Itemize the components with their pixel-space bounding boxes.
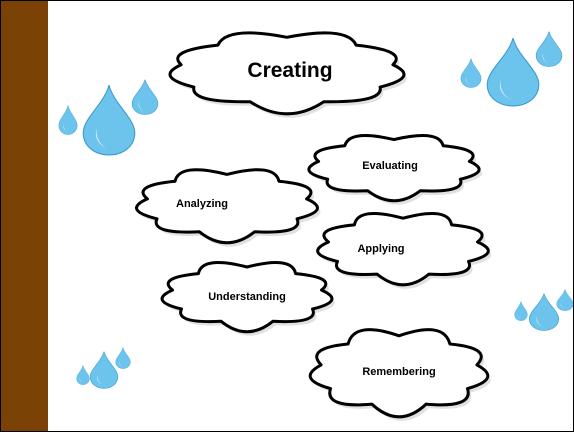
water-drop-icon: [528, 293, 560, 331]
cloud-outline: [316, 211, 490, 287]
cloud-outline: [307, 134, 481, 203]
water-drop-shape: [535, 31, 563, 67]
water-drop-shape: [556, 289, 573, 311]
cloud-evaluating: Evaluating: [299, 127, 489, 205]
water-drop-shape: [514, 301, 528, 321]
cloud-icon: [135, 168, 321, 247]
water-drop-shape: [58, 105, 78, 135]
cloud-analyzing: Analyzing: [127, 161, 327, 247]
water-drop-icon: [131, 79, 159, 115]
cloud-remembering: Remembering: [301, 321, 497, 421]
water-drop-shape: [131, 79, 159, 115]
water-drop-icon: [76, 365, 90, 385]
cloud-label-creating: Creating: [247, 58, 333, 82]
water-drop-icon: [460, 58, 482, 88]
cloud-icon: [307, 134, 483, 205]
cloud-label-remembering: Remembering: [362, 366, 436, 378]
cloud-label-understanding: Understanding: [208, 291, 286, 303]
cloud-label-applying: Applying: [357, 243, 405, 255]
cloud-icon: [168, 31, 408, 118]
cloud-icon: [316, 211, 492, 289]
water-drop-shape: [460, 58, 482, 88]
water-drop-icon: [514, 301, 528, 321]
water-drop-shape: [486, 37, 540, 107]
cloud-outline: [135, 168, 319, 245]
cloud-label-analyzing: Analyzing: [176, 198, 228, 210]
water-drop-shape: [82, 84, 136, 156]
cloud-applying: Applying: [309, 205, 497, 289]
water-drop-shape: [76, 365, 90, 385]
water-drop-icon: [89, 351, 119, 389]
cloud-outline: [308, 328, 490, 419]
water-drop-shape: [89, 351, 119, 389]
water-drop-icon: [556, 289, 573, 311]
water-drop-icon: [535, 31, 563, 67]
water-drop-icon: [81, 84, 137, 156]
water-drop-shape: [528, 293, 560, 331]
water-drop-icon: [58, 105, 78, 135]
water-drop-shape: [115, 347, 131, 369]
cloud-understanding: Understanding: [153, 254, 341, 336]
cloud-icon: [160, 260, 335, 336]
water-drop-icon: [485, 37, 541, 107]
cloud-creating: Creating: [156, 23, 418, 118]
brown-sidebar-bar: [1, 1, 48, 431]
cloud-outline: [160, 260, 334, 334]
cloud-label-evaluating: Evaluating: [362, 160, 418, 172]
cloud-outline: [168, 31, 406, 116]
cloud-icon: [308, 328, 491, 421]
water-drop-icon: [115, 347, 131, 369]
